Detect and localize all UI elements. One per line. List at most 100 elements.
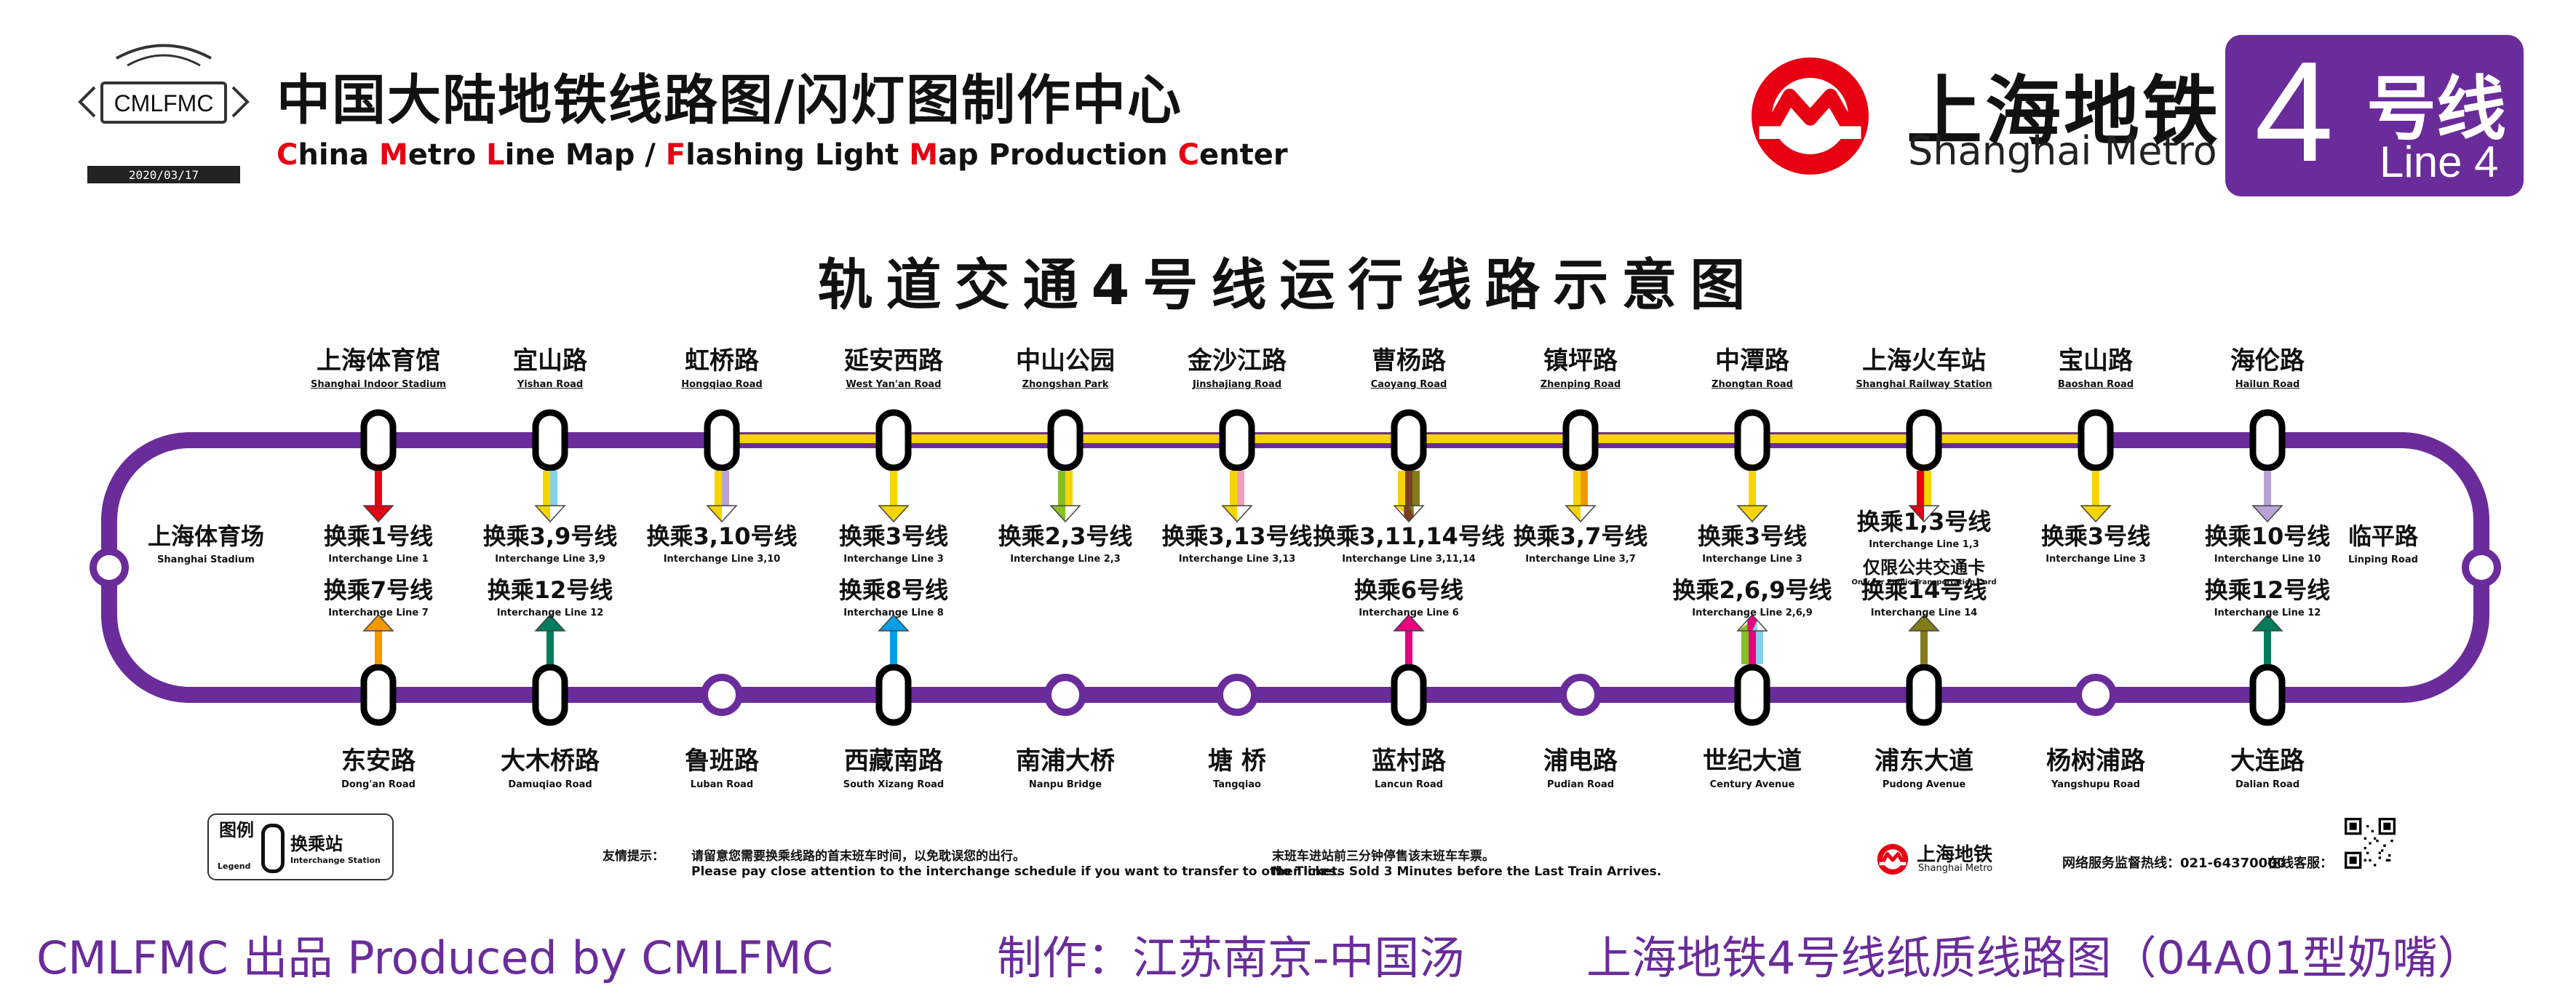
station-name-cn: 鲁班路 — [685, 747, 759, 776]
transfer-lines-cn: 换乘6号线 — [1353, 576, 1464, 604]
station-marker-top — [1391, 409, 1427, 471]
credit-maker: 制作：江苏南京-中国汤 — [997, 931, 1465, 984]
tip-label: 友情提示： — [603, 849, 664, 864]
transfer-lines-en: Interchange Line 7 — [328, 608, 429, 618]
transfer-arrow-bottom-head — [362, 613, 394, 632]
title-en-part: L — [486, 138, 505, 172]
station-marker-bottom — [1216, 674, 1258, 716]
line-badge: 4 号线 Line 4 — [2225, 35, 2524, 196]
transfer-lines-en: Interchange Line 2,6,9 — [1692, 608, 1813, 618]
transfer-lines-cn: 换乘1号线 — [323, 522, 434, 550]
transfer-lines-cn: 换乘2,6,9号线 — [1672, 576, 1832, 604]
station-name-en: Lancun Road — [1374, 779, 1444, 790]
station-top[interactable]: 中山公园 Zhongshan Park — [920, 341, 1211, 390]
station-marker-top — [1219, 409, 1255, 471]
station-name-cn: 浦东大道 — [1875, 747, 1973, 776]
station-name-cn: 中山公园 — [1016, 346, 1115, 375]
transfer-note-en: Only for Public Transportation Card — [1851, 578, 1997, 586]
cmlfmc-logo: CMLFMC 2020/03/17 — [78, 44, 250, 183]
station-name-en: Dalian Road — [2235, 779, 2300, 790]
station-marker-bottom — [360, 664, 397, 726]
center-title-cn: 中国大陆地铁线路图/闪灯图制作中心 — [277, 69, 1183, 132]
transfer-lines-cn: 换乘3号线 — [1697, 522, 1808, 550]
terminal-right-marker — [2462, 548, 2501, 587]
transfer-note-cn: 仅限公共交通卡 — [1863, 557, 1985, 578]
title-en-part: hina — [298, 138, 379, 172]
station-name-cn: 延安西路 — [844, 346, 943, 375]
online-service-label: 在线客服： — [2267, 856, 2333, 871]
transfer-lines-en: Interchange Line 3 — [2046, 554, 2146, 565]
qr-code-icon[interactable] — [2345, 818, 2396, 869]
transfer-lines-en: Interchange Line 1 — [328, 554, 429, 565]
line-label-cn: 号线 — [2366, 68, 2506, 150]
transfer-arrow-bottom-head — [878, 613, 910, 632]
transfer-lines-en: Interchange Line 3,11,14 — [1342, 554, 1476, 565]
title-en-part: ap Production — [938, 138, 1178, 172]
transfer-arrow-bottom-head-outline — [1736, 613, 1768, 632]
station-marker-bottom — [2075, 674, 2117, 716]
cmlfmc-logo-text: CMLFMC — [114, 90, 214, 116]
transfer-lines-cn: 换乘2,3号线 — [998, 522, 1133, 550]
station-bottom[interactable]: 大木桥路 Damuqiao Road — [405, 741, 696, 790]
title-en-part: C — [1177, 138, 1199, 172]
station-name-cn: 大木桥路 — [501, 747, 600, 776]
transfer-lines-en: Interchange Line 3,13 — [1178, 554, 1296, 565]
transfer-arrow-bottom-head — [1393, 613, 1425, 632]
transfer-arrow-top-head-outline — [706, 505, 738, 523]
footer-metro-logo-icon — [1877, 843, 1909, 875]
transfer-lines-en: Interchange Line 8 — [843, 608, 944, 618]
station-name-cn: 东安路 — [341, 747, 416, 776]
credit-producer: CMLFMC 出品 Produced by CMLFMC — [36, 931, 834, 984]
station-name-cn: 宝山路 — [2059, 346, 2133, 375]
transfer-lines-cn: 换乘7号线 — [323, 576, 434, 604]
legend: 图例 Legend 换乘站 Interchange Station — [207, 813, 394, 880]
station-marker-top — [1906, 409, 1942, 471]
transfer-lines-cn: 换乘10号线 — [2204, 522, 2331, 550]
last-train-en: No Tickets Sold 3 Minutes before the Las… — [1272, 864, 1662, 879]
station-name-en: Damuqiao Road — [508, 779, 592, 790]
terminal-name-en: Linping Road — [2348, 554, 2418, 565]
transfer-arrow-top-head-outline — [1393, 505, 1425, 523]
station-marker-top — [1047, 409, 1084, 471]
transfer-arrow-top-head-outline — [1565, 505, 1597, 523]
transfer-lines-en: Interchange Line 6 — [1359, 608, 1459, 618]
station-marker-bottom — [1734, 664, 1770, 726]
transfer-lines-cn: 换乘3,9号线 — [482, 522, 618, 550]
station-name-en: Jinshajiang Road — [1192, 379, 1282, 390]
transfer-lines-en: Interchange Line 2,3 — [1010, 554, 1121, 565]
title-en-part: enter — [1199, 138, 1288, 172]
station-marker-top — [1734, 409, 1770, 471]
legend-title-en: Legend — [218, 861, 251, 871]
station-name-en: Zhongshan Park — [1022, 379, 1109, 390]
station-marker-bottom — [532, 664, 568, 726]
